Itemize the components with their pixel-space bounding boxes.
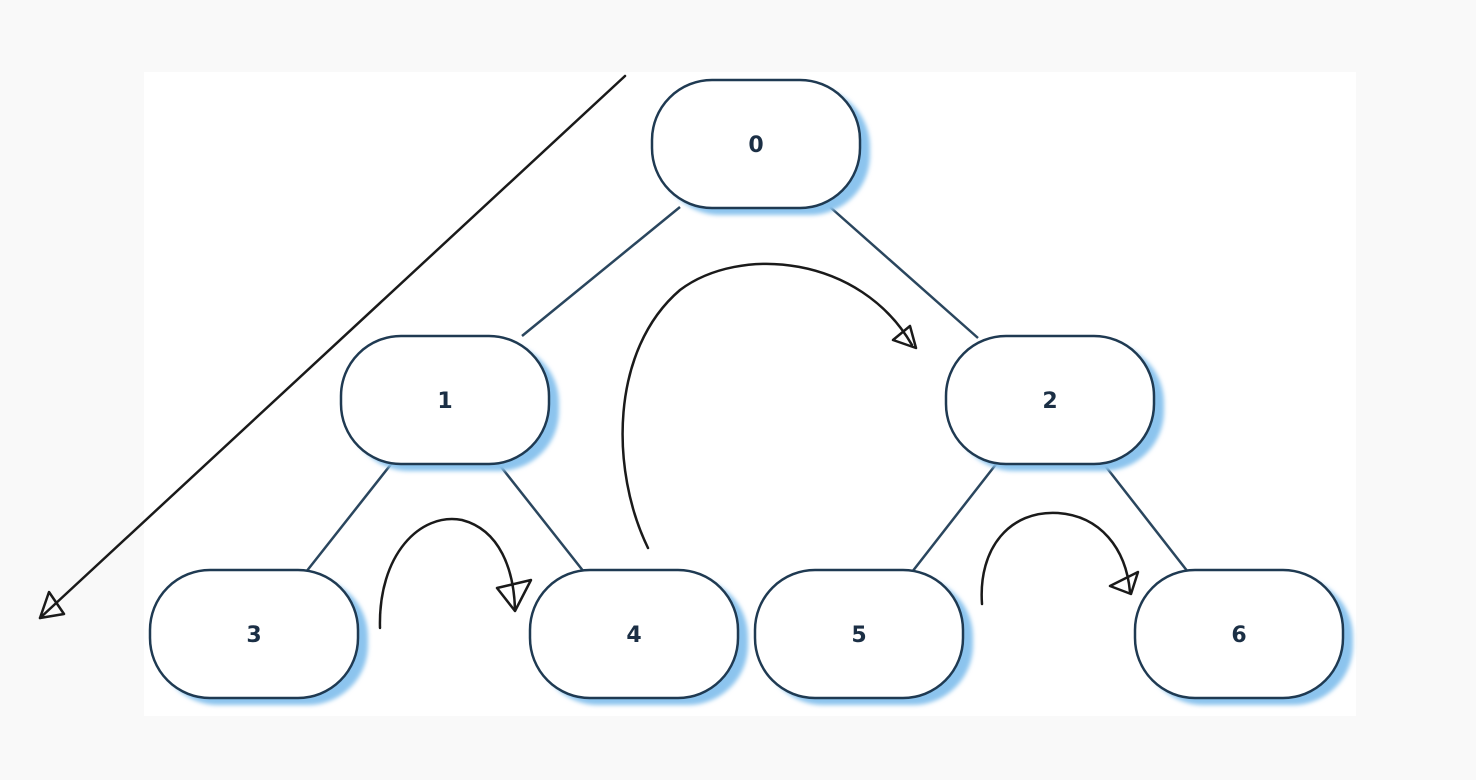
arrow-5-to-6 (980, 511, 1140, 606)
arrow-curve (621, 262, 914, 550)
arrow-head (891, 324, 918, 350)
edge-2-6 (1102, 462, 1189, 573)
tree-node-4: 4 (528, 568, 748, 705)
tree-node-5: 5 (753, 568, 973, 705)
arrow-line (38, 74, 627, 620)
arrow-curve (378, 517, 517, 630)
tree-edges (305, 206, 1189, 573)
arrow-head (38, 590, 66, 620)
tree-node-3: 3 (148, 568, 368, 705)
node-shape (944, 334, 1156, 466)
node-label: 4 (626, 623, 641, 648)
tree-node-1: 1 (339, 334, 559, 471)
arrow-4-to-2 (621, 262, 918, 550)
edge-1-4 (497, 462, 585, 573)
node-label: 5 (851, 623, 866, 648)
node-shape (528, 568, 740, 700)
edge-2-5 (911, 462, 998, 573)
node-shape (650, 78, 862, 210)
node-shape (753, 568, 965, 700)
node-shape (1133, 568, 1345, 700)
node-label: 3 (246, 623, 261, 648)
arrow-head (495, 578, 533, 613)
edge-0-2 (829, 206, 979, 339)
node-label: 2 (1042, 389, 1057, 414)
node-label: 1 (437, 389, 452, 414)
arrow-curve (980, 511, 1132, 606)
node-label: 0 (748, 133, 763, 158)
tree-node-6: 6 (1133, 568, 1353, 705)
node-label: 6 (1231, 623, 1246, 648)
arrow-3-to-4 (378, 517, 533, 630)
edge-0-1 (521, 206, 681, 337)
node-shape (148, 568, 360, 700)
edge-1-3 (305, 462, 393, 573)
diagonal-arrow (38, 74, 627, 620)
tree-node-2: 2 (944, 334, 1164, 471)
node-shape (339, 334, 551, 466)
tree-node-0: 0 (650, 78, 870, 215)
arrow-head (1108, 570, 1140, 596)
